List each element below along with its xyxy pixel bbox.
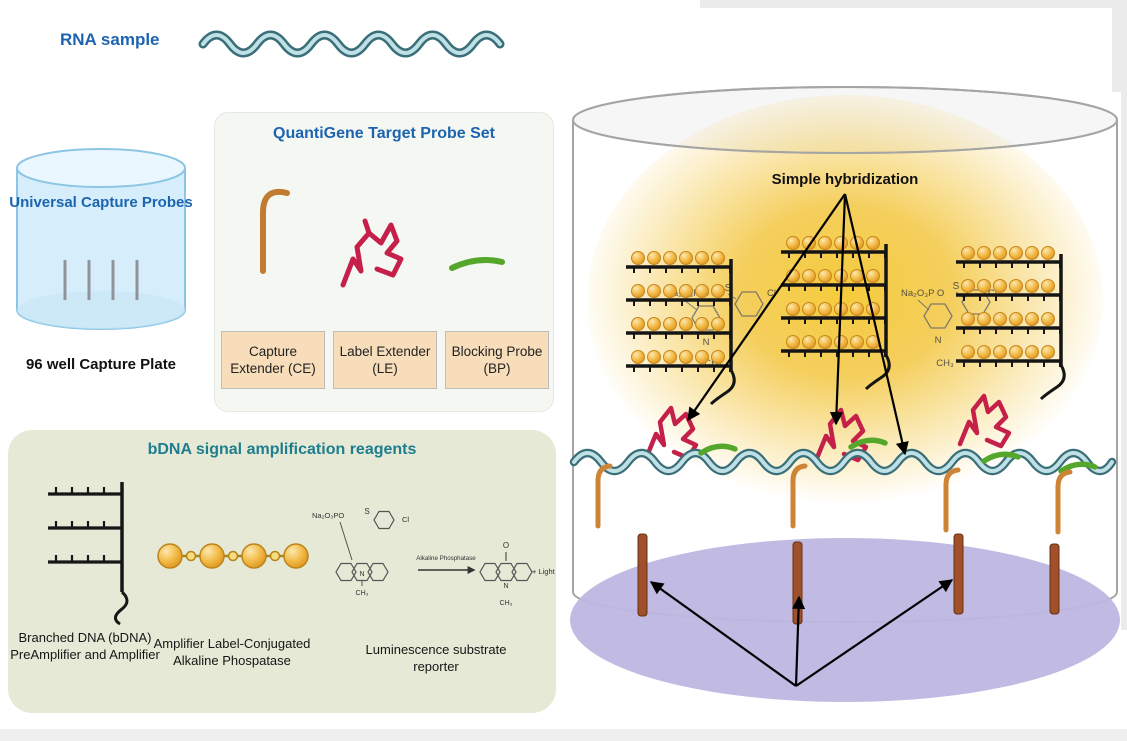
reaction-light-label: + Light (532, 567, 556, 576)
chem-methyl-label-2: CH₃ (936, 358, 954, 369)
reaction-product-nitrogen-label: N (503, 583, 508, 590)
amplifier-tree-left (624, 249, 736, 406)
target-probe-set-title: QuantiGene Target Probe Set (273, 125, 495, 142)
page-margin-right (1121, 0, 1127, 630)
label-extender-icon (340, 218, 404, 288)
rna-strand-in-well-icon (569, 448, 1117, 476)
branched-dna-icon (48, 482, 129, 626)
capture-plate-caption: 96 well Capture Plate (25, 356, 177, 373)
target-probe-set-panel: QuantiGene Target Probe Set Capture Exte… (214, 112, 554, 412)
label-extender-label: Label Extender (LE) (333, 331, 437, 389)
luminescence-reaction-icon: Na₂O₃PO S Cl N CH₃ Alkaline Phosphatase … (312, 507, 556, 607)
reaction-oxygen-label: O (503, 541, 509, 550)
blocking-probe-label: Blocking Probe (BP) (445, 331, 549, 389)
amplifier-label-chain-icon (157, 543, 309, 569)
hybridization-glow (587, 95, 1103, 505)
page-margin-bottom (0, 729, 1127, 741)
page-margin-top (700, 0, 1127, 8)
capture-plate-title: Universal Capture Probes (9, 194, 193, 211)
hybridization-arrows (687, 193, 909, 456)
capture-probe-arrows (649, 579, 954, 687)
reaction-nitrogen-label: N (359, 571, 364, 578)
amplifier-tree-right (954, 244, 1066, 401)
rna-strand-icon (198, 30, 505, 58)
branched-dna-caption: Branched DNA (bDNA) PreAmplifier and Amp… (10, 630, 160, 662)
reaction-methyl-label: CH₃ (356, 590, 369, 597)
chem-nitrogen-label-2: N (935, 335, 942, 346)
luminescence-caption: Luminescence substrate reporter (365, 642, 507, 674)
chem-chloride-label: Cl (767, 288, 776, 299)
hybridization-well-diagram: Na₂O₃P O S Cl N CH₃ Na₂O₃P O S Cl N CH₃ … (569, 86, 1120, 702)
amplifier-tree-middle (779, 234, 891, 391)
capture-plate-illustration: Universal Capture Probes (8, 142, 194, 352)
reaction-enzyme-label: Alkaline Phosphatase (416, 555, 476, 562)
capture-probes-icon (63, 260, 139, 300)
chem-sulfur-label-2: S (953, 281, 960, 292)
bdna-reagents-panel: bDNA signal amplification reagents Na₂O₃… (8, 430, 556, 713)
reaction-phosphate-label: Na₂O₃PO (312, 511, 344, 520)
chem-methyl-label: CH₃ (704, 358, 722, 369)
chem-phosphate-label-2: Na₂O₃P O (901, 288, 944, 299)
bdna-reagents-title: bDNA signal amplification reagents (147, 441, 417, 458)
chem-nitrogen-label: N (703, 337, 710, 348)
rna-sample-label: RNA sample (60, 30, 160, 49)
blocking-probe-icon (449, 257, 505, 271)
capture-plate-cylinder-icon (16, 148, 186, 330)
capture-extender-icon (260, 189, 290, 274)
reaction-sulfur-label: S (364, 507, 369, 516)
hybridization-title: Simple hybridization (772, 171, 919, 188)
capture-extender-label: Capture Extender (CE) (221, 331, 325, 389)
reaction-chloride-label: Cl (402, 515, 409, 524)
amplifier-label-caption: Amplifier Label-Conjugated Alkaline Phos… (153, 636, 311, 668)
well-bottom-plate (570, 538, 1120, 702)
reaction-product-methyl-label: CH₃ (500, 600, 513, 607)
chem-sulfur-label: S (725, 283, 732, 294)
